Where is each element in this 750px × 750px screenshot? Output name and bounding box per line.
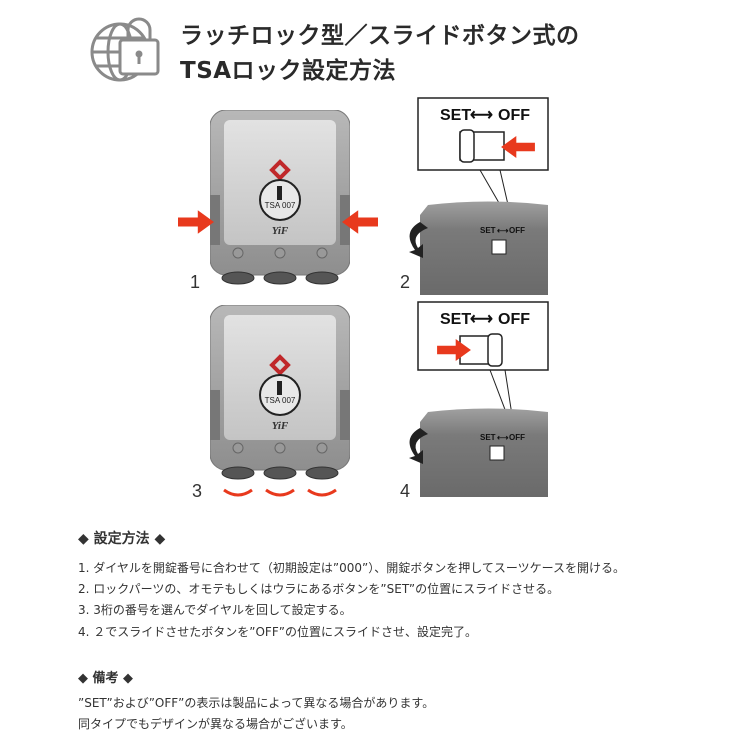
svg-text:⟷: ⟷ [497,433,509,442]
note-line-2: 同タイプでもデザインが異なる場合がございます。 [78,717,353,731]
page-title-line1: ラッチロック型／スライドボタン式の [180,23,580,49]
svg-text:OFF: OFF [509,226,525,235]
svg-text:OFF: OFF [509,433,525,442]
press-arrow-left [178,210,214,234]
suitcase-2 [420,201,548,295]
svg-text:SET: SET [440,311,471,328]
note-line-1: ”SET”および”OFF”の表示は製品によって異なる場合があります。 [78,696,435,710]
tsa-lock-illustration: TSA 007 YiF 1 SET ⟷ OFF SET ⟷ OFF 2 TSA … [178,97,549,501]
lock-brand-label: YiF [272,420,289,432]
tsa-lock-step3 [210,305,350,481]
setup-step-1: 1. ダイヤルを開錠番号に合わせて（初期設定は”000”）、開錠ボタンを押してス… [78,561,626,575]
step-number-3: 3 [192,481,202,501]
svg-text:OFF: OFF [498,311,530,328]
step-number-1: 1 [190,272,200,292]
step-number-4: 4 [400,481,410,501]
svg-text:⟷: ⟷ [470,311,493,328]
setup-step-2: 2. ロックパーツの、オモテもしくはウラにあるボタンを”SET”の位置にスライド… [78,582,560,596]
notes-heading: ◆ 備考 ◆ [78,671,134,686]
svg-text:SET: SET [440,107,471,124]
lock-model-label: TSA 007 [265,396,296,405]
globe-lock-icon [90,17,160,82]
suitcase-4 [420,408,548,497]
lock-model-label: TSA 007 [265,201,296,210]
svg-text:⟷: ⟷ [497,226,509,235]
setup-step-4: 4. ２でスライドさせたボタンを”OFF”の位置にスライドさせ、設定完了。 [78,625,477,639]
svg-text:SET: SET [480,433,496,442]
page-title-line2: TSAロック設定方法 [180,58,397,84]
svg-text:OFF: OFF [498,107,530,124]
setup-heading: ◆ 設定方法 ◆ [78,531,166,547]
svg-text:⟷: ⟷ [470,107,493,124]
svg-text:SET: SET [480,226,496,235]
step-number-2: 2 [400,272,410,292]
rotate-arrow [409,222,428,258]
lock-brand-label: YiF [272,225,289,237]
setup-step-3: 3. 3桁の番号を選んでダイヤルを回して設定する。 [78,603,352,617]
dial-turn-arrows [223,488,337,497]
tsa-lock-step1 [210,110,350,286]
